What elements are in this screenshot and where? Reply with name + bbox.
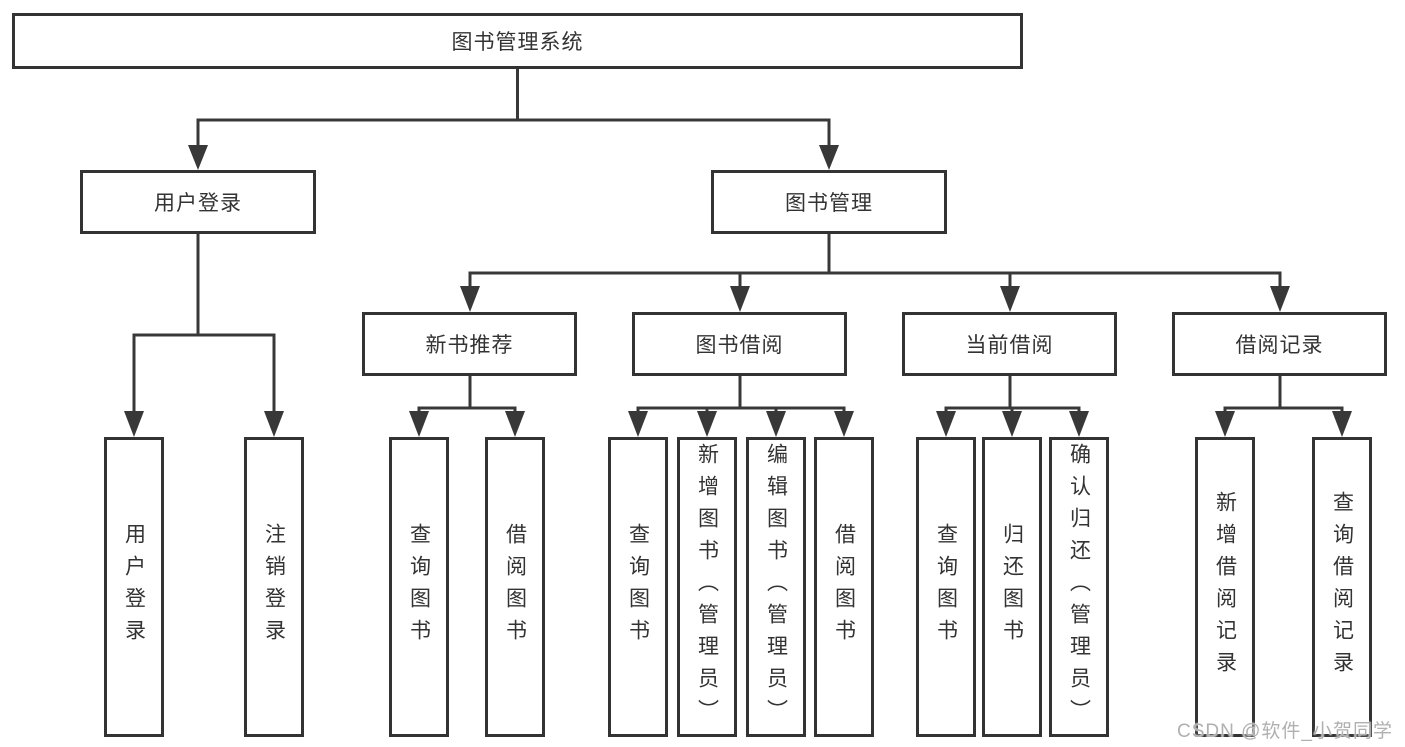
leaf-edit-book-admin-label: 编辑图书（管理员） bbox=[764, 443, 788, 731]
connector-management-to-level3 bbox=[460, 234, 1290, 312]
leaf-return-book: 归还图书 bbox=[982, 437, 1042, 737]
leaf-borrow-book: 借阅图书 bbox=[814, 437, 874, 737]
leaf-recommend-borrow-book: 借阅图书 bbox=[485, 437, 545, 737]
leaf-recommend-query-book: 查询图书 bbox=[389, 437, 449, 737]
leaf-borrow-query-book-label: 查询图书 bbox=[626, 523, 650, 651]
node-root-system: 图书管理系统 bbox=[12, 13, 1023, 69]
node-new-book-recommend: 新书推荐 bbox=[362, 312, 577, 376]
node-user-login: 用户登录 bbox=[80, 170, 316, 234]
connector-records-to-leaves bbox=[1215, 376, 1352, 437]
leaf-return-book-label: 归还图书 bbox=[1000, 523, 1024, 651]
leaf-confirm-return-admin: 确认归还（管理员） bbox=[1049, 437, 1109, 737]
leaf-user-login-label: 用户登录 bbox=[122, 523, 146, 651]
node-current-borrow: 当前借阅 bbox=[902, 312, 1117, 376]
leaf-borrow-book-label: 借阅图书 bbox=[832, 523, 856, 651]
leaf-borrow-query-book: 查询图书 bbox=[608, 437, 668, 737]
node-book-management: 图书管理 bbox=[711, 170, 947, 234]
leaf-user-login: 用户登录 bbox=[104, 437, 164, 737]
leaf-query-borrow-record-label: 查询借阅记录 bbox=[1330, 491, 1354, 683]
connector-borrow-to-leaves bbox=[628, 376, 854, 437]
csdn-watermark: CSDN @软件_小贺同学 bbox=[1177, 721, 1393, 742]
leaf-logout-label: 注销登录 bbox=[262, 523, 286, 651]
connector-login-to-leaves bbox=[124, 234, 284, 437]
leaf-add-borrow-record-label: 新增借阅记录 bbox=[1213, 491, 1237, 683]
leaf-add-book-admin-label: 新增图书（管理员） bbox=[695, 443, 719, 731]
leaf-current-query-book: 查询图书 bbox=[916, 437, 976, 737]
connector-recommend-to-leaves bbox=[409, 376, 525, 437]
leaf-confirm-return-admin-label: 确认归还（管理员） bbox=[1067, 443, 1091, 731]
leaf-recommend-borrow-book-label: 借阅图书 bbox=[503, 523, 527, 651]
leaf-logout: 注销登录 bbox=[244, 437, 304, 737]
leaf-add-book-admin: 新增图书（管理员） bbox=[677, 437, 737, 737]
node-borrow-records: 借阅记录 bbox=[1172, 312, 1387, 376]
leaf-query-borrow-record: 查询借阅记录 bbox=[1312, 437, 1372, 737]
connector-current-to-leaves bbox=[936, 376, 1089, 437]
leaf-add-borrow-record: 新增借阅记录 bbox=[1195, 437, 1255, 737]
node-book-borrow: 图书借阅 bbox=[632, 312, 847, 376]
leaf-current-query-book-label: 查询图书 bbox=[934, 523, 958, 651]
leaf-edit-book-admin: 编辑图书（管理员） bbox=[746, 437, 806, 737]
connector-root-to-level2 bbox=[188, 69, 839, 170]
leaf-recommend-query-book-label: 查询图书 bbox=[407, 523, 431, 651]
